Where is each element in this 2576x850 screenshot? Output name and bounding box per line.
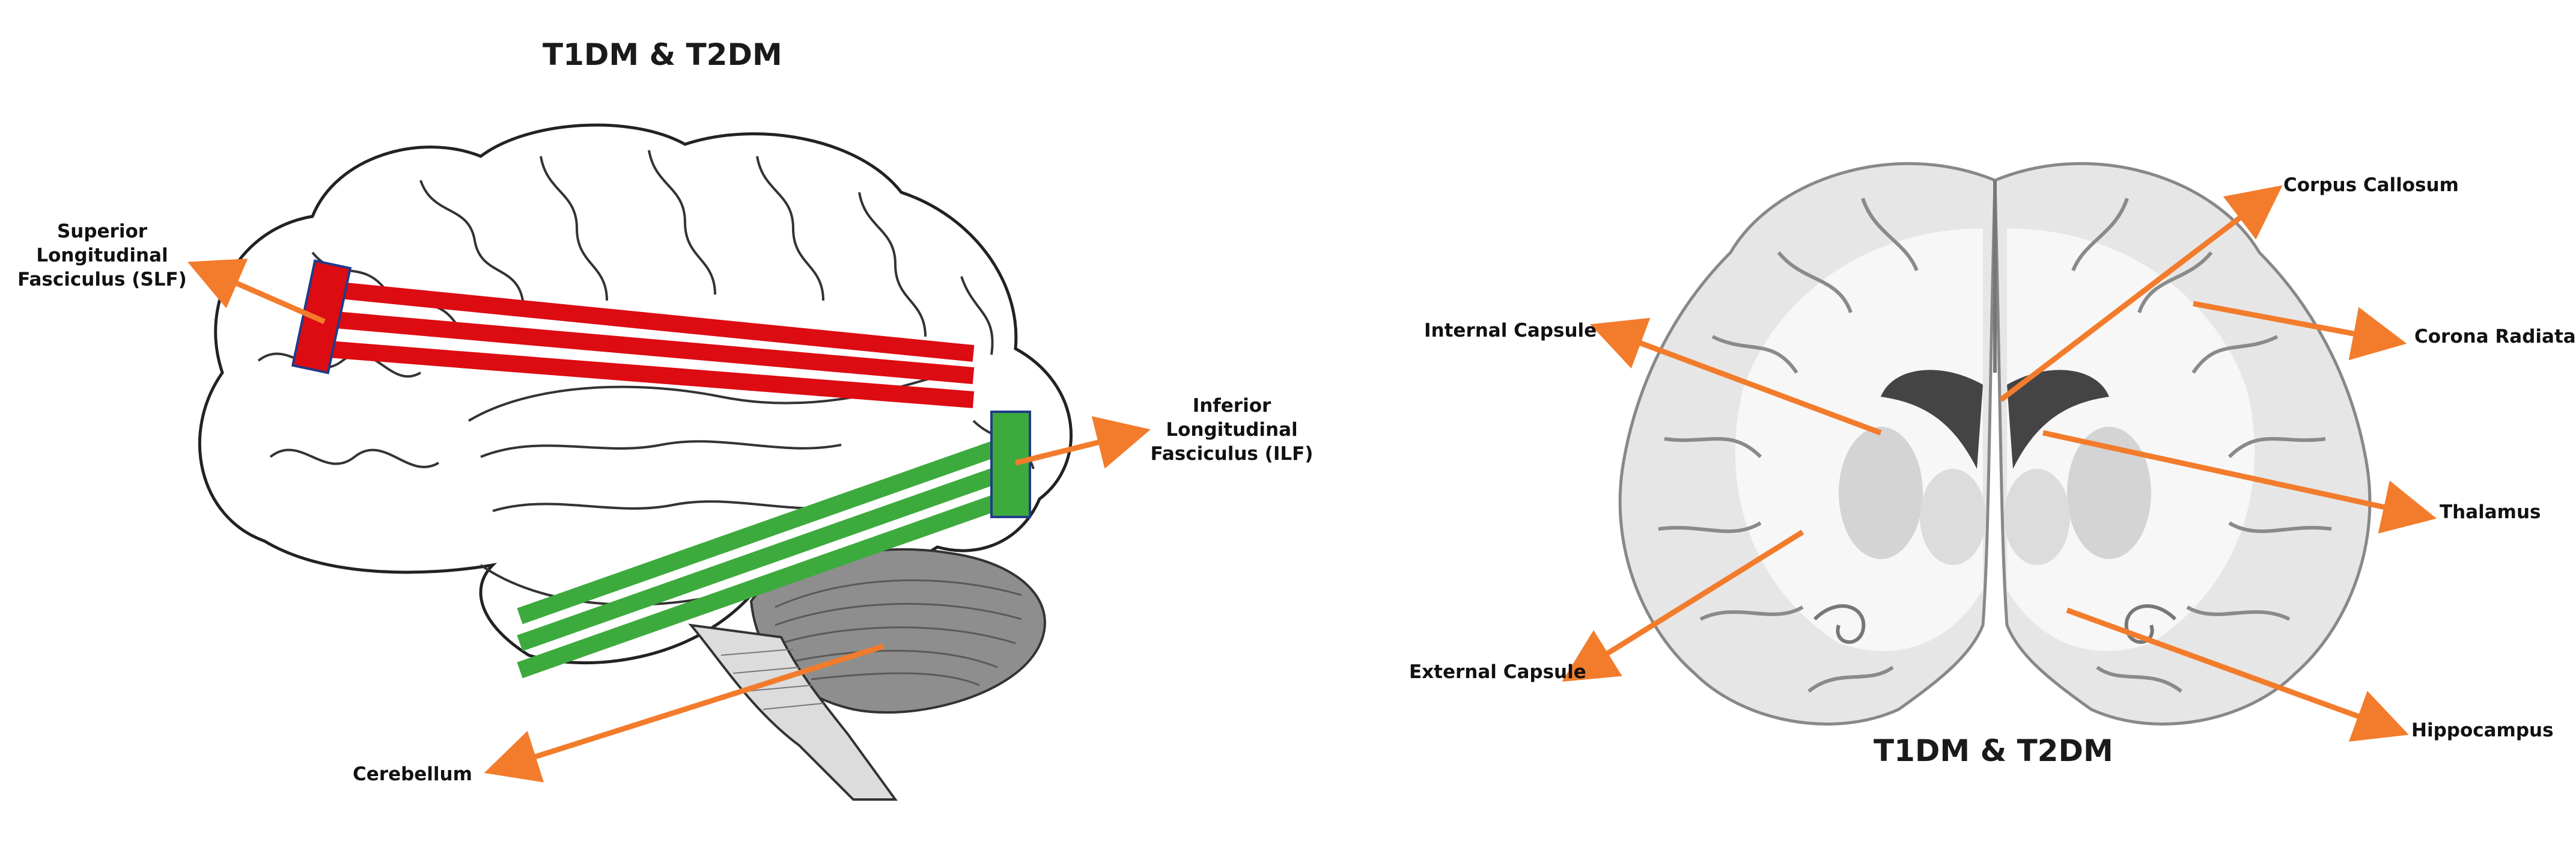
cerebellum-label: Cerebellum: [353, 763, 472, 785]
corona-radiata-arrow: [2193, 301, 2407, 361]
corona-radiata-label: Corona Radiata: [2414, 326, 2576, 347]
internal-capsule-label: Internal Capsule: [1424, 320, 1597, 341]
corpus-callosum-label: Corpus Callosum: [2283, 174, 2459, 196]
thalamus-label: Thalamus: [2440, 501, 2541, 523]
ilf-tracts: [517, 439, 1000, 679]
ilf-label: Inferior Longitudinal Fasciculus (ILF): [1150, 395, 1314, 465]
hippocampus-arrow: [2066, 607, 2409, 742]
slf-arrow: [187, 258, 326, 325]
external-capsule-label: External Capsule: [1409, 661, 1586, 683]
thalamus-arrow: [2042, 430, 2437, 534]
left-panel-title: T1DM & T2DM: [543, 37, 782, 72]
slf-tracts: [320, 280, 975, 408]
cerebellum-arrow: [484, 643, 885, 783]
right-panel-title: T1DM & T2DM: [1874, 733, 2113, 768]
brainstem-striations: [720, 649, 824, 710]
cerebellum-folia: [775, 579, 1022, 686]
hippocampus-label: Hippocampus: [2411, 720, 2554, 741]
slf-label: Superior Longitudinal Fasciculus (SLF): [17, 221, 187, 290]
corpus-callosum-arrow: [1999, 185, 2283, 402]
external-capsule-arrow: [1562, 530, 1804, 682]
ilf-origin-box: [990, 411, 1031, 518]
coronal-slice: [1618, 162, 2372, 726]
internal-capsule-arrow: [1590, 317, 1882, 436]
ilf-arrow: [1014, 416, 1151, 469]
